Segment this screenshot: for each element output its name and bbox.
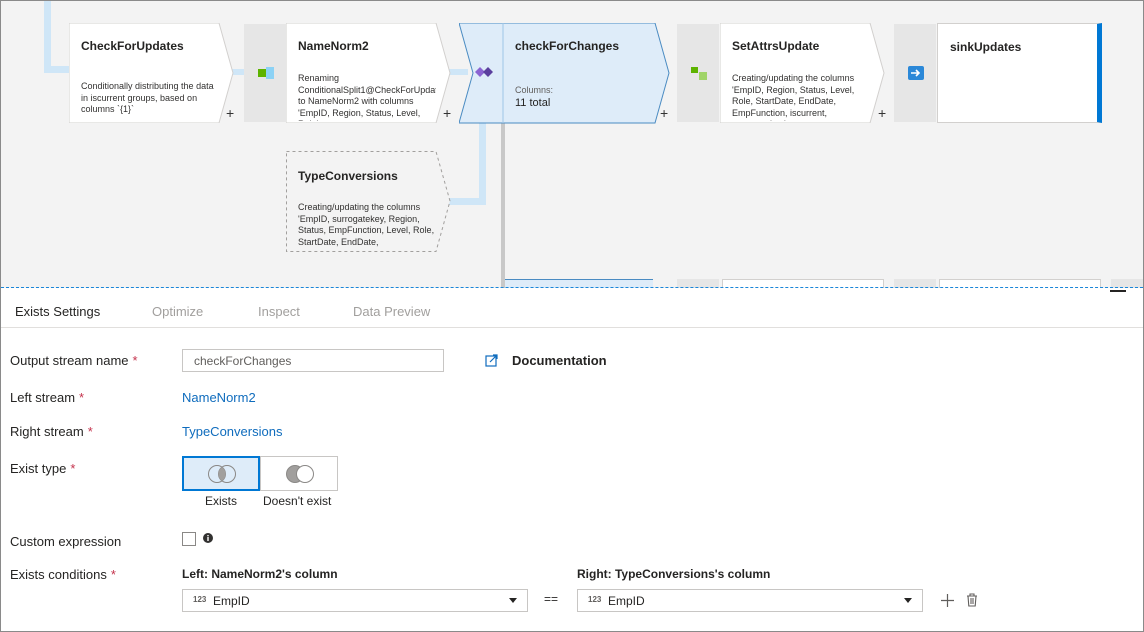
node-namenorm2[interactable]: NameNorm2 Renaming ConditionalSplit1@Che… [286,23,436,123]
add-transform-plus[interactable]: + [660,105,669,121]
chevron-down-icon [904,598,912,603]
select-icon [258,67,274,79]
connector-block[interactable] [677,24,719,122]
selected-node-shape [459,23,670,124]
node-description: Renaming ConditionalSplit1@CheckForUpdat… [298,73,436,121]
data-flow-canvas[interactable]: CheckForUpdates Conditionally distributi… [1,1,1143,288]
node-title: checkForChanges [515,39,620,53]
flow-pipe [479,123,486,205]
partial-node-row [505,279,653,288]
right-stream-label: Right stream* [10,424,93,439]
output-stream-label: Output stream name* [10,353,138,368]
tab-optimize[interactable]: Optimize [152,304,204,319]
exist-type-label: Exist type* [10,461,75,476]
required-mark: * [110,567,116,582]
required-mark: * [132,353,138,368]
right-column-dropdown[interactable]: 123 EmpID [577,589,923,612]
node-title: SetAttrsUpdate [732,39,820,53]
left-column-dropdown[interactable]: 123 EmpID [182,589,528,612]
node-checkforupdates[interactable]: CheckForUpdates Conditionally distributi… [69,23,219,123]
exists-conditions-label: Exists conditions* [10,567,116,582]
partial-node-row [1111,279,1143,288]
chevron-down-icon [509,598,517,603]
partial-node-row [939,279,1101,288]
label-text: Exist type [10,461,67,476]
node-shape [286,151,451,252]
connector-block[interactable] [894,24,936,122]
info-icon[interactable] [203,533,213,543]
node-shape [286,23,451,123]
tab-data-preview[interactable]: Data Preview [353,304,431,319]
label-text: Exists conditions [10,567,107,582]
doesnt-exist-option-button[interactable] [260,456,338,491]
custom-expression-label: Custom expression [10,534,122,549]
venn-intersect-icon [208,465,236,483]
doesnt-exist-option-label: Doesn't exist [263,494,332,508]
exists-option-label: Exists [205,494,238,508]
add-transform-plus[interactable]: + [443,105,452,121]
tab-inspect[interactable]: Inspect [258,304,300,319]
add-transform-plus[interactable]: + [226,105,235,121]
documentation-link[interactable]: Documentation [512,353,607,368]
label-text: Output stream name [10,353,129,368]
dropdown-value: EmpID [608,594,645,608]
input-value: checkForChanges [194,354,292,368]
left-stream-label: Left stream* [10,390,84,405]
integer-type-icon: 123 [193,595,207,604]
connector-block[interactable] [244,24,286,122]
node-typeconversions[interactable]: TypeConversions Creating/updating the co… [286,151,436,251]
derived-column-icon [691,67,707,80]
external-link-icon[interactable] [485,354,498,367]
exists-option-button[interactable] [182,456,260,491]
add-condition-icon[interactable] [941,594,954,607]
node-setattrsupdate[interactable]: SetAttrsUpdate Creating/updating the col… [720,23,870,123]
right-column-header: Right: TypeConversions's column [577,567,771,581]
custom-expression-checkbox[interactable] [182,532,196,546]
node-description: Creating/updating the columns 'EmpID, Re… [732,73,855,121]
flow-pipe [44,1,51,73]
branch-line [501,123,505,288]
required-mark: * [79,390,85,405]
partial-node-row [722,279,884,288]
label-text: Left stream [10,390,76,405]
node-title: NameNorm2 [298,39,369,53]
sink-icon [908,66,924,80]
flow-pipe [44,66,74,73]
integer-type-icon: 123 [588,595,602,604]
add-transform-plus[interactable]: + [878,105,887,121]
columns-value: 11 total [515,97,551,109]
node-shape [69,23,234,123]
panel-splitter[interactable] [1,287,1143,288]
exists-icon [475,67,493,77]
venn-left-icon [286,465,314,483]
flow-pipe [229,69,249,75]
partial-node-row [677,279,719,288]
node-shape [720,23,885,123]
label-text: Right stream [10,424,84,439]
minimize-icon[interactable] [1110,290,1126,292]
node-description: Conditionally distributing the data in i… [81,81,214,114]
right-stream-value[interactable]: TypeConversions [182,424,283,439]
required-mark: * [70,461,76,476]
delete-condition-icon[interactable] [966,593,978,607]
equals-operator: == [544,592,559,606]
node-checkforchanges[interactable]: checkForChanges Columns: 11 total [503,23,653,123]
tab-exists-settings[interactable]: Exists Settings [15,304,101,319]
flow-pipe [447,198,486,205]
node-sinkupdates[interactable]: sinkUpdates [937,23,1102,123]
node-title: CheckForUpdates [81,39,184,53]
node-title: TypeConversions [298,169,398,183]
left-column-header: Left: NameNorm2's column [182,567,338,581]
output-stream-name-input[interactable]: checkForChanges [182,349,444,372]
flow-pipe [448,69,468,75]
left-stream-value[interactable]: NameNorm2 [182,390,256,405]
required-mark: * [87,424,93,439]
partial-node-row [894,279,936,288]
node-description: Creating/updating the columns 'EmpID, su… [298,202,435,247]
settings-tabs: Exists Settings Optimize Inspect Data Pr… [1,297,1143,328]
dropdown-value: EmpID [213,594,250,608]
node-title: sinkUpdates [950,40,1022,54]
columns-label: Columns: [515,85,554,95]
